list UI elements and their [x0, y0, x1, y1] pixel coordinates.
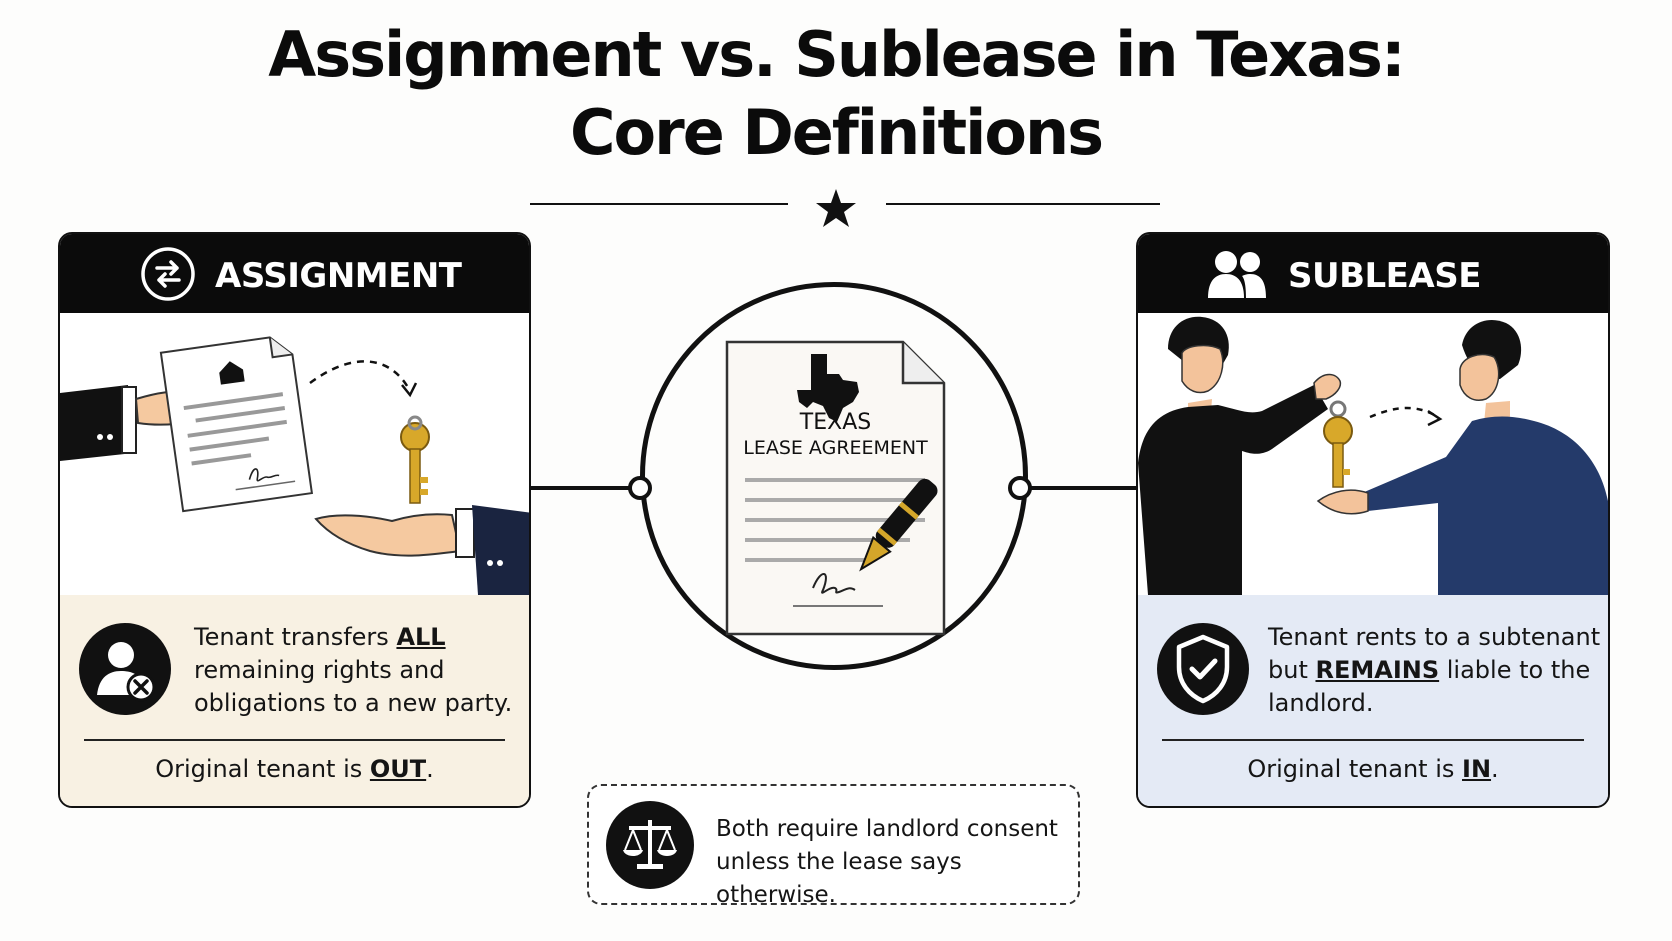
connector-node-left — [628, 476, 652, 500]
connector-right — [1026, 486, 1138, 490]
person-remove-icon — [79, 623, 171, 715]
sublease-desc-emphasis: REMAINS — [1315, 656, 1440, 684]
sublease-description: Tenant rents to a subtenant but REMAINS … — [1268, 621, 1600, 720]
sublease-desc-line-1: Tenant rents to a subtenant — [1268, 623, 1601, 651]
consent-note-line-2: unless the lease says otherwise. — [716, 849, 962, 908]
star-icon — [816, 189, 856, 227]
assignment-illustration — [60, 313, 529, 595]
consent-note-line-1: Both require landlord consent — [716, 816, 1058, 842]
fountain-pen-icon — [859, 478, 938, 572]
assignment-desc-emphasis: ALL — [396, 623, 446, 651]
sublease-status-period: . — [1491, 755, 1499, 783]
assignment-desc-line-2: remaining rights and — [194, 656, 445, 684]
assignment-body: Tenant transfers ALL remaining rights an… — [60, 595, 529, 806]
sublease-desc-text-after: liable to the — [1439, 656, 1591, 684]
assignment-description: Tenant transfers ALL remaining rights an… — [194, 621, 512, 720]
sublease-status: Original tenant is IN. — [1138, 755, 1608, 783]
lease-document — [725, 340, 946, 636]
key-icon — [400, 415, 430, 504]
doc-title-texas: TEXAS — [799, 410, 872, 435]
assignment-status: Original tenant is OUT. — [60, 755, 529, 783]
assignment-desc-line-3: obligations to a new party. — [194, 689, 513, 717]
sublease-desc-line-3: landlord. — [1268, 689, 1374, 717]
signature-icon — [793, 573, 883, 607]
page-title-line-2: Core Definitions — [570, 96, 1104, 169]
shield-check-icon — [1157, 623, 1249, 715]
scales-icon — [606, 801, 694, 889]
assignment-status-text: Original tenant is — [155, 755, 370, 783]
assignment-status-period: . — [426, 755, 434, 783]
assignment-desc-text: Tenant transfers — [194, 623, 397, 651]
assignment-card: ASSIGNMENT — [58, 232, 531, 808]
sublease-title: SUBLEASE — [1288, 256, 1481, 296]
sublease-card: SUBLEASE Tenant rents — [1136, 232, 1610, 808]
swap-arrows-icon — [141, 247, 195, 301]
sublease-header: SUBLEASE — [1138, 234, 1608, 313]
doc-title-lease: LEASE AGREEMENT — [743, 437, 928, 459]
consent-note-text: Both require landlord consent unless the… — [716, 813, 1078, 912]
title-divider-right — [886, 203, 1160, 205]
connector-left — [530, 486, 642, 490]
sublease-divider — [1162, 739, 1584, 741]
assignment-status-emphasis: OUT — [369, 755, 427, 783]
assignment-divider — [84, 739, 505, 741]
texas-map-icon — [797, 354, 859, 422]
page-title-line-1: Assignment vs. Sublease in Texas: — [268, 18, 1406, 91]
key-icon — [1323, 400, 1353, 488]
sublease-status-emphasis: IN — [1462, 755, 1492, 783]
sublease-illustration — [1138, 313, 1608, 595]
sublease-desc-text: but — [1268, 656, 1316, 684]
assignment-title: ASSIGNMENT — [215, 256, 462, 296]
connector-node-right — [1008, 476, 1032, 500]
sublease-body: Tenant rents to a subtenant but REMAINS … — [1138, 595, 1608, 806]
sublease-status-text: Original tenant is — [1247, 755, 1463, 783]
title-divider-left — [530, 203, 788, 205]
two-users-icon — [1208, 251, 1266, 298]
assignment-header: ASSIGNMENT — [60, 234, 529, 313]
consent-note: Both require landlord consent unless the… — [587, 784, 1080, 908]
